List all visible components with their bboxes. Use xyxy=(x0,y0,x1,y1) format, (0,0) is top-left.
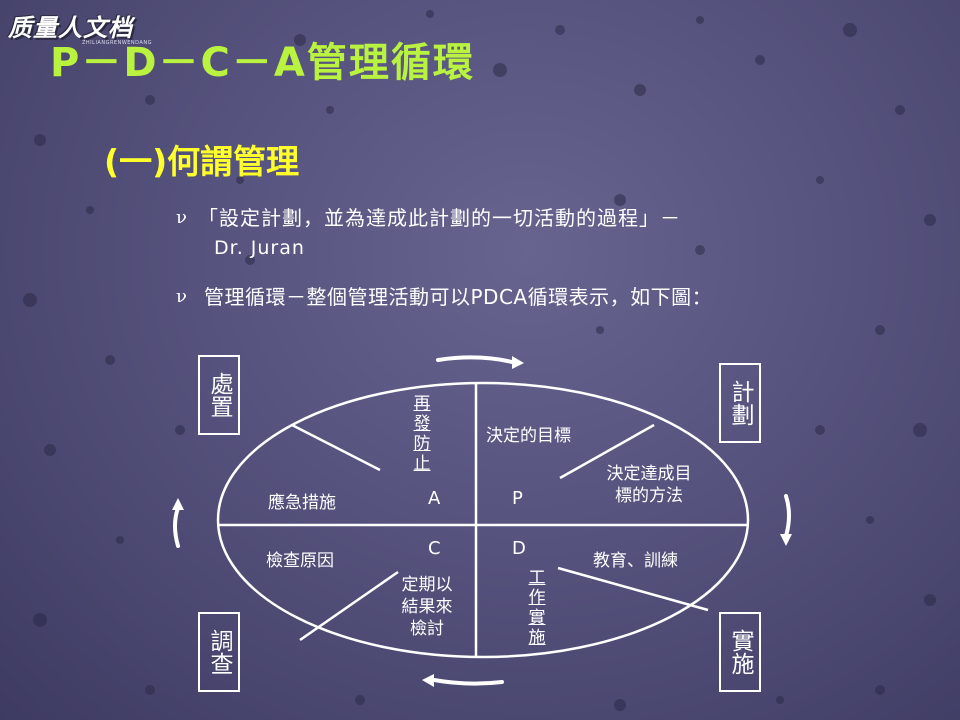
label-line: 結果來 xyxy=(401,597,453,617)
label-decide-goal: 決定的目標 xyxy=(486,426,571,446)
section-subtitle: (一)何謂管理 xyxy=(104,142,300,181)
label-decide-method: 決定達成目 標的方法 xyxy=(594,463,704,507)
corner-box-action: 處置 xyxy=(198,355,240,435)
page-title: P－D－C－A管理循環 xyxy=(50,40,475,86)
arrow-top xyxy=(436,355,514,364)
logo: 质量人文档 ZHILIANGRENWENDANG xyxy=(8,8,151,50)
bullet-mark: ν xyxy=(176,207,187,228)
label-work-implementation: 工作實施 xyxy=(528,568,546,648)
spoke-bottom-right xyxy=(557,566,709,612)
spoke-top-right xyxy=(559,423,655,480)
arrow-bottom xyxy=(432,678,504,686)
arrowhead-right xyxy=(780,534,792,546)
label-line: 檢討 xyxy=(410,619,444,639)
corner-box-plan: 計劃 xyxy=(719,363,761,443)
arrow-left xyxy=(173,506,180,548)
corner-box-do: 實施 xyxy=(719,612,761,692)
label-education-training: 教育、訓練 xyxy=(593,551,678,571)
pdca-ellipse xyxy=(216,381,750,659)
arrowhead-left xyxy=(172,498,184,510)
logo-subtext: ZHILIANGRENWENDANG xyxy=(82,40,152,46)
bullet-text: 管理循環－整個管理活動可以PDCA循環表示，如下圖： xyxy=(204,285,713,309)
letter-p: P xyxy=(512,488,523,509)
label-periodic-review: 定期以 結果來 檢討 xyxy=(388,574,466,640)
bullet-text: 「設定計劃，並為達成此計劃的一切活動的過程」－ xyxy=(198,206,681,230)
letter-d: D xyxy=(512,538,526,559)
letter-a: A xyxy=(428,488,441,509)
label-emergency-measures: 應急措施 xyxy=(268,493,336,513)
arrowhead-bottom xyxy=(422,674,434,687)
label-line: 標的方法 xyxy=(615,486,683,506)
arrow-right xyxy=(784,494,791,538)
corner-box-check: 調查 xyxy=(198,612,240,692)
bullet-attribution: Dr. Juran xyxy=(214,237,305,259)
spoke-top-left xyxy=(291,423,381,472)
label-check-cause: 檢查原因 xyxy=(266,551,334,571)
letter-c: C xyxy=(428,538,441,559)
bullet-mark: ν xyxy=(176,286,187,307)
arrowhead-top xyxy=(512,356,524,369)
label-prevent-recurrence: 再發防止 xyxy=(413,394,431,474)
logo-text: 质量人文档 xyxy=(8,13,133,42)
label-line: 決定達成目 xyxy=(606,464,692,484)
spoke-bottom-left xyxy=(299,570,399,642)
label-line: 定期以 xyxy=(401,575,453,595)
